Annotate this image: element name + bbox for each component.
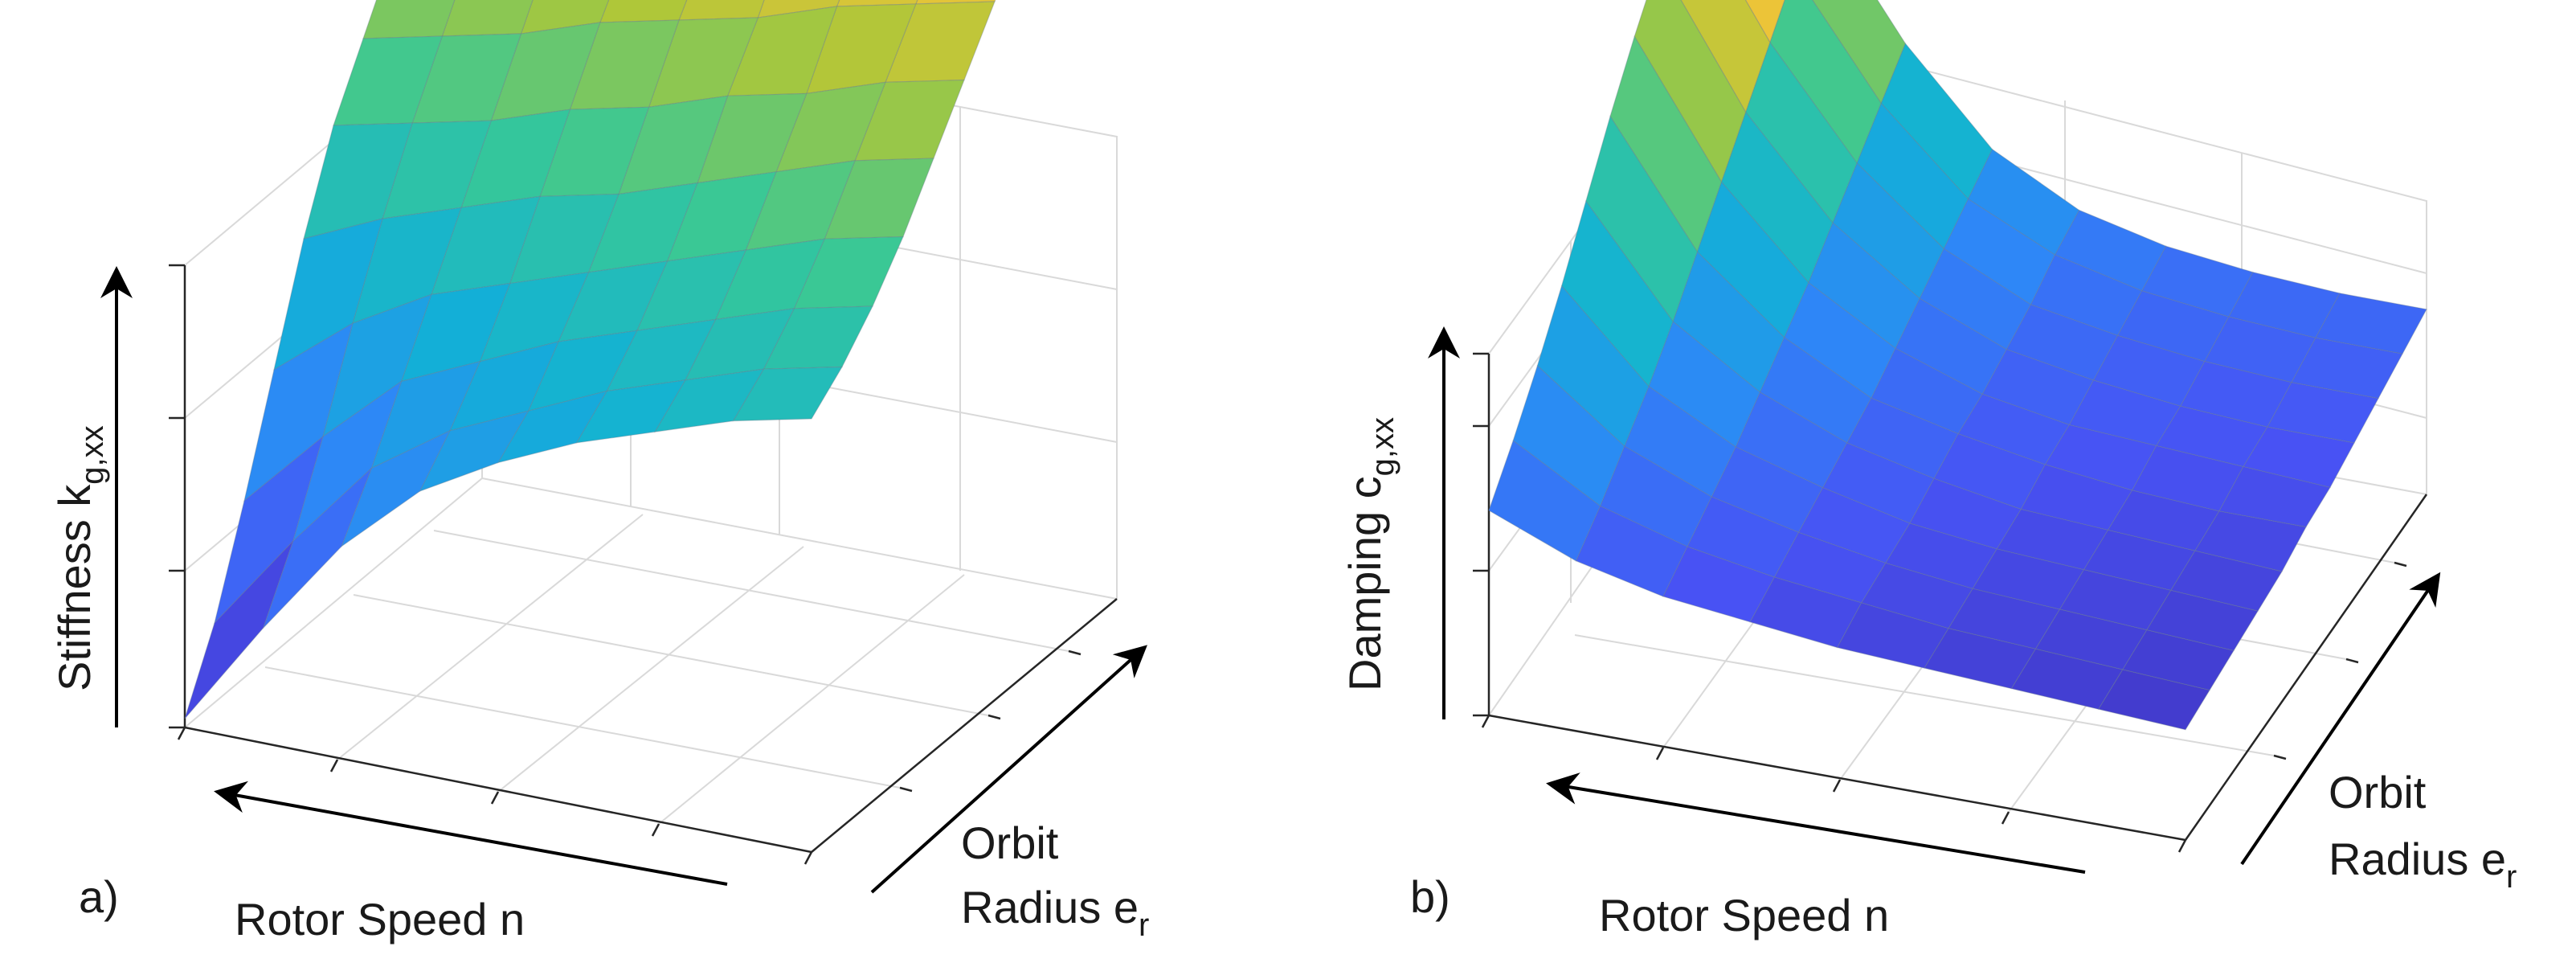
panel-a-zlabel: Stiffness kg,xx (49, 425, 110, 691)
panel-a-letter: a) (79, 871, 119, 922)
panel-b-ylabel-main: Radius e (2329, 834, 2506, 884)
panel-b-zlabel-main: Damping c (1339, 476, 1390, 691)
surfA-patch-6-0 (914, 0, 996, 5)
surfB-patch-0-7 (1488, 440, 1601, 562)
surfA-patch-1-7 (213, 435, 324, 625)
panel-a-ylabel-line2: Radius er (961, 882, 1149, 943)
panel-a-zlabel-main: Stiffness k (49, 484, 100, 691)
panel-a-stiffness-surface: a) Rotor Speed n Orbit Radius er Stiffne… (49, 0, 1149, 944)
panel-b-xlabel: Rotor Speed n (1599, 890, 1889, 940)
panel-b-zlabel-sub: g,xx (1365, 417, 1400, 476)
panel-a-axes (169, 264, 1118, 865)
panel-b-x-arrow (1546, 772, 2086, 874)
panel-b-zlabel: Damping cg,xx (1339, 417, 1400, 691)
panel-b-surface-mesh (1488, 0, 2427, 731)
surfA-patch-6-5 (520, 0, 610, 35)
panel-a-ylabel-main: Radius e (961, 882, 1139, 932)
panel-a-y-arrow (870, 645, 1147, 894)
surfA-patch-0-7 (184, 540, 294, 719)
panel-b-axes (1473, 352, 2428, 853)
panel-a-ylabel-line1: Orbit (961, 817, 1059, 868)
panel-a-xlabel: Rotor Speed n (235, 894, 525, 944)
panel-b-ylabel-line1: Orbit (2329, 767, 2427, 817)
surfB-patch-8-7 (1744, 0, 1785, 44)
panel-b-y-arrow (2240, 572, 2441, 866)
panel-b-ylabel-sub: r (2506, 859, 2517, 895)
panel-a-surface-mesh (184, 0, 996, 719)
panel-a-ylabel-sub: r (1139, 908, 1149, 943)
panel-a-zlabel-sub: g,xx (75, 425, 110, 484)
panel-a-x-arrow (214, 781, 728, 886)
panel-b-letter: b) (1410, 871, 1450, 922)
panel-b-ylabel-line2: Radius er (2329, 834, 2517, 895)
panel-b-damping-surface: b) Rotor Speed n Orbit Radius er Damping… (1339, 0, 2517, 940)
surfB-patch-3-7 (1560, 199, 1674, 387)
